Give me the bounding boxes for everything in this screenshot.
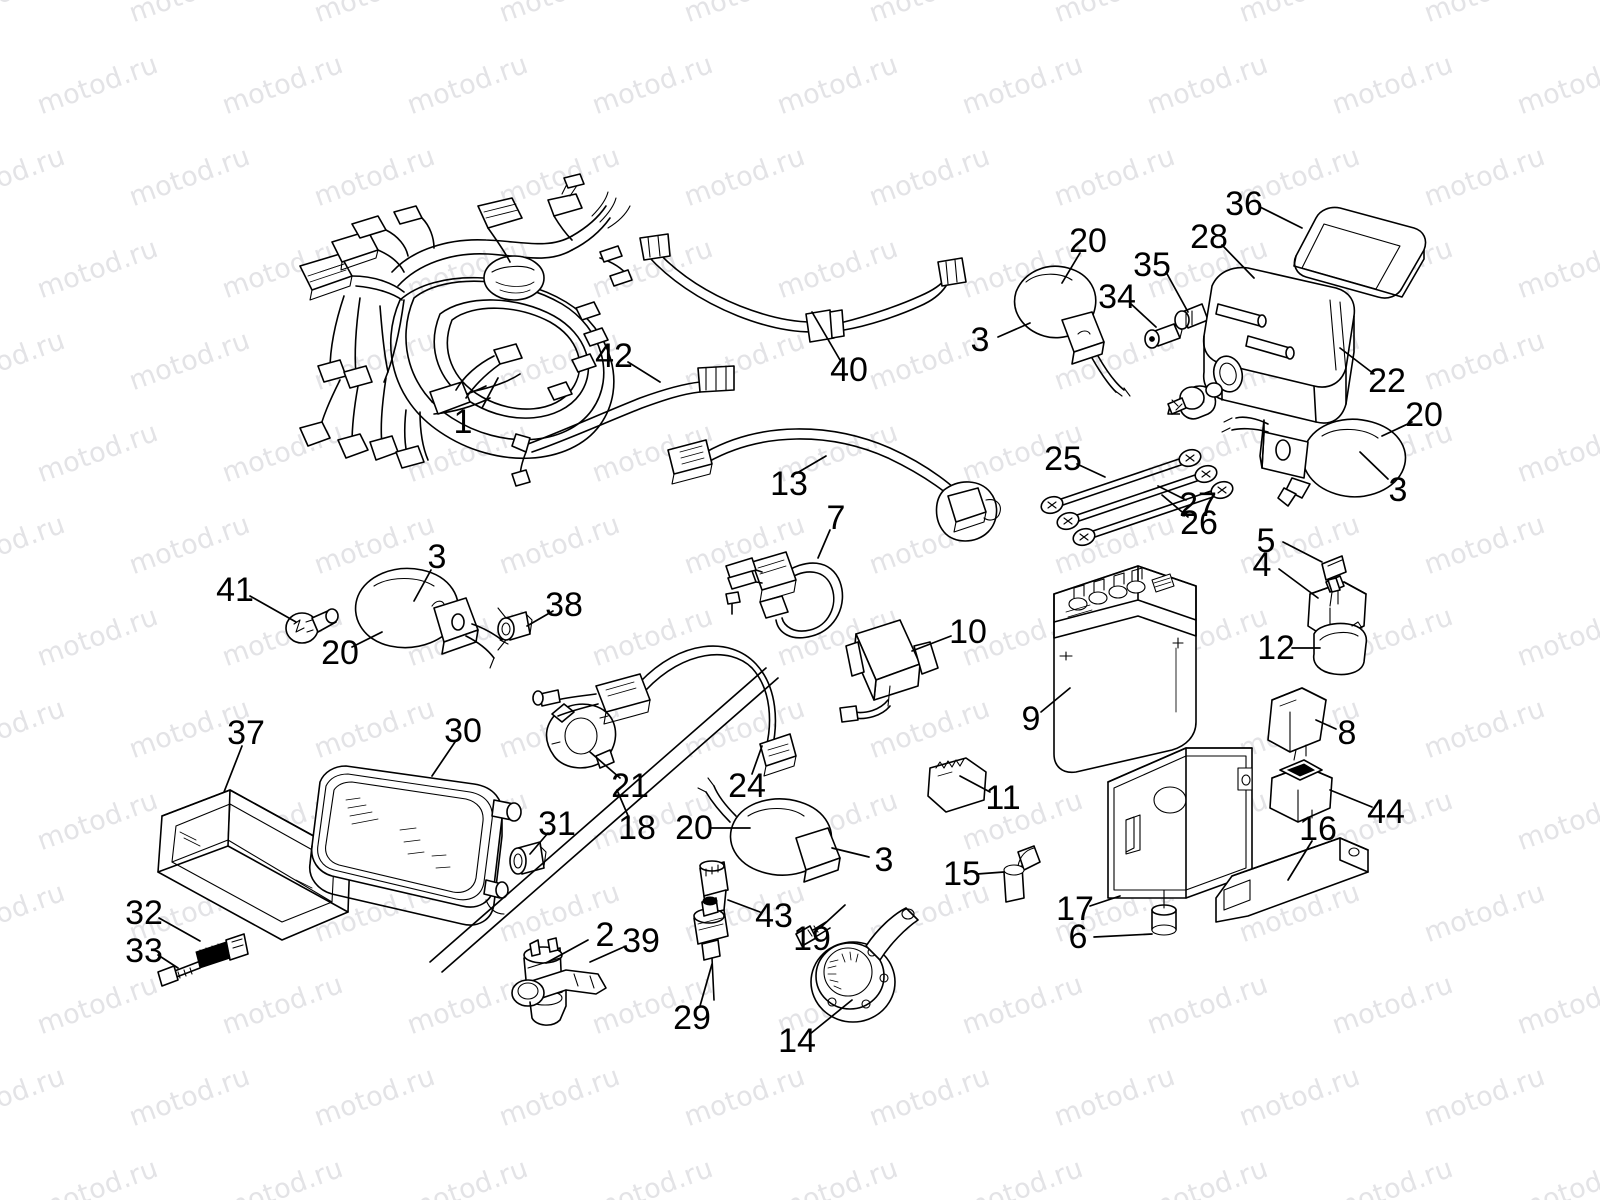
- callout-number-turn-signal-lens: 20: [675, 809, 713, 847]
- part-signal-bulb-small: [1167, 386, 1205, 415]
- callout-number-fuse-holder: 4: [1252, 546, 1272, 584]
- callout-number-sub-harness: 24: [728, 767, 766, 805]
- callout-number-vent-tube: 15: [943, 855, 981, 893]
- part-mount-hardware: [157, 933, 249, 987]
- callout-number-signal-bulb: 41: [216, 571, 254, 609]
- callout-number-battery: 9: [1021, 700, 1041, 738]
- part-cable-clamp: [511, 969, 607, 1026]
- callout-number-tail-light-housing: 28: [1190, 218, 1228, 256]
- callout-number-bulb-socket: 21: [611, 767, 649, 805]
- callout-number-rubber-grommet: 6: [1068, 918, 1088, 956]
- callout-number-ignition-coil: 10: [949, 613, 987, 651]
- callout-number-turn-signal-assembly: 3: [1388, 471, 1408, 509]
- callout-number-turn-signal-assembly: 3: [874, 841, 894, 879]
- callout-number-turn-signal-assembly: 3: [970, 321, 990, 359]
- part-turn-signal-left-front: [354, 567, 509, 669]
- part-tail-light-lens: [1293, 206, 1427, 299]
- callout-number-horn: 14: [778, 1022, 816, 1060]
- callout-number-battery-cable: 25: [1044, 440, 1082, 478]
- part-turn-signal-rear-left: [1013, 265, 1131, 397]
- part-wiring-harness: [299, 173, 633, 469]
- callout-number-wiring-harness: 1: [453, 403, 473, 441]
- callout-number-auxiliary-lead: 42: [595, 337, 633, 375]
- callout-number-switch-boot: 43: [755, 897, 793, 935]
- callout-number-license-plate-light: 22: [1368, 362, 1406, 400]
- callout-number-handlebar-switch: 7: [826, 499, 846, 537]
- part-sub-harness: [532, 645, 797, 777]
- part-cdi-unit: [1269, 759, 1333, 823]
- part-handlebar-switch: [725, 551, 844, 639]
- part-ignition-coil: [839, 619, 939, 723]
- callout-number-horn-screw: 19: [793, 920, 831, 958]
- part-starter-relay: [1267, 687, 1327, 761]
- callout-number-terminal-cap: 12: [1257, 629, 1295, 667]
- part-battery-lead: [639, 233, 967, 343]
- part-signal-nut: [497, 607, 533, 651]
- callout-number-spark-plug-cap: 2: [595, 916, 615, 954]
- callout-number-turn-signal-lens: 20: [1405, 396, 1443, 434]
- part-battery: [1053, 565, 1197, 774]
- callout-number-cdi-unit: 44: [1367, 793, 1405, 831]
- part-vent-tube: [1003, 845, 1041, 903]
- part-headlight-unit: [308, 765, 522, 926]
- callout-number-mounting-spring: 32: [125, 894, 163, 932]
- callout-number-headlight-unit: 30: [444, 712, 482, 750]
- callout-number-ground-cable: 27: [1179, 486, 1217, 524]
- part-collar-nut: [1144, 303, 1209, 349]
- callout-number-battery-band: 16: [1299, 810, 1337, 848]
- callout-number-headlight-bezel: 37: [227, 714, 265, 752]
- part-neutral-switch: [693, 896, 729, 1001]
- callout-number-headlight-bracket: 18: [618, 809, 656, 847]
- callout-number-turn-signal-lens: 20: [321, 634, 359, 672]
- callout-number-neutral-switch: 29: [673, 999, 711, 1037]
- callout-number-turn-signal-lens: 20: [1069, 222, 1107, 260]
- callout-number-tail-light-lens: 36: [1225, 185, 1263, 223]
- callout-number-voltage-regulator: 11: [985, 779, 1021, 817]
- callout-number-fuse: 5: [1256, 522, 1276, 560]
- part-turn-signal-front-right: [1221, 416, 1407, 507]
- part-auxiliary-lead: [511, 365, 735, 487]
- part-terminal-cap: [1312, 621, 1368, 676]
- part-voltage-regulator: [927, 757, 987, 813]
- callout-number-battery-box: 17: [1056, 890, 1094, 928]
- callout-number-mounting-screw: 33: [125, 932, 163, 970]
- part-headlight-grommet: [509, 841, 547, 875]
- callout-number-cable-clamp: 39: [622, 922, 660, 960]
- callout-number-turn-signal-assembly: 3: [427, 538, 447, 576]
- part-headlight-bracket: [429, 667, 779, 973]
- callout-number-nut: 35: [1133, 246, 1171, 284]
- part-switch-cable: [667, 428, 1001, 542]
- callout-number-headlight-grommet: 31: [538, 805, 576, 843]
- part-turn-signal-front-left: [697, 777, 841, 883]
- callout-number-starter-relay: 8: [1337, 714, 1357, 752]
- part-tail-light-housing: [1202, 266, 1356, 424]
- callout-number-battery-lead: 40: [830, 351, 868, 389]
- callout-number-collar: 34: [1098, 278, 1136, 316]
- callout-number-signal-nut: 38: [545, 586, 583, 624]
- callout-number-switch-cable: 13: [770, 465, 808, 503]
